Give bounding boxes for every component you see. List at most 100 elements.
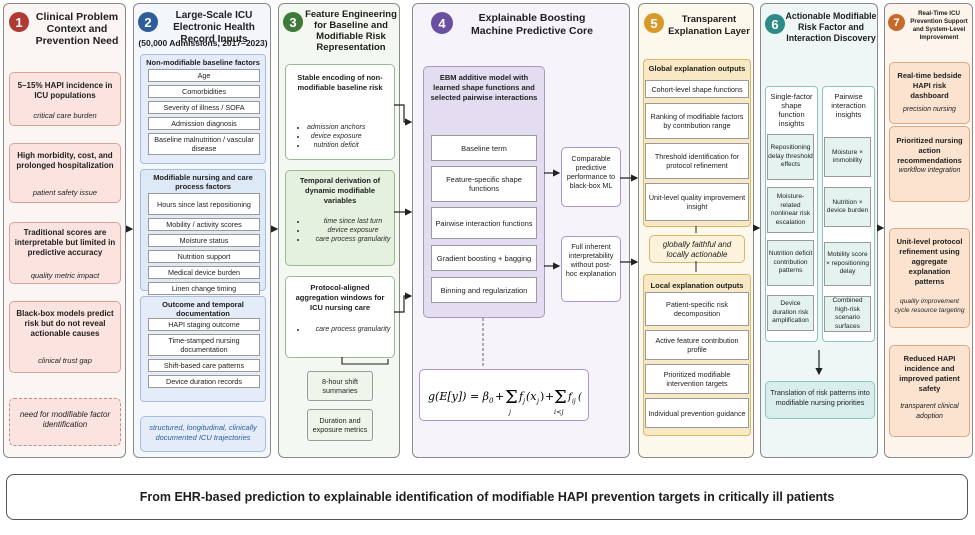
- ebm-component-box: Baseline term: [431, 135, 537, 161]
- svg-text:): ): [540, 390, 544, 403]
- ehr-factor-box: Time-stamped nursing documentation: [148, 334, 260, 356]
- ehr-factor-box: Moisture status: [148, 234, 260, 247]
- bullet-list: admission anchors device exposure nutrit…: [298, 123, 365, 150]
- step-badge-4: 4: [431, 12, 453, 34]
- duration-metrics-box: Duration and exposure metrics: [307, 409, 373, 441]
- ehr-factor-box: Device duration records: [148, 375, 260, 388]
- card-text: Unit-level protocol refinement using agg…: [896, 237, 963, 286]
- group-title: Outcome and temporal documentation: [162, 300, 244, 318]
- pairwise-box: Nutrition × device burden: [824, 187, 871, 227]
- bullet: device exposure: [307, 132, 365, 141]
- card-text: Reduced HAPI incidence and improved pati…: [899, 354, 960, 393]
- ebm-component-box: Gradient boosting + bagging: [431, 245, 537, 271]
- svg-text:f: f: [567, 392, 574, 403]
- result-text: Full inherent interpretability without p…: [565, 242, 617, 278]
- banner-text: From EHR-based prediction to explainable…: [139, 490, 835, 504]
- card-subtext: transparent clinical adoption: [900, 403, 959, 420]
- group-title: Single-factor shape function insights: [770, 92, 813, 128]
- svg-text:+: +: [545, 390, 554, 403]
- card-text: Traditional scores are interpretable but…: [14, 228, 116, 257]
- card-text: Real-time bedside HAPI risk dashboard: [897, 71, 962, 100]
- footer-text: structured, longitudinal, clinically doc…: [149, 423, 257, 442]
- card-subtext: quality improvement cycle resource targe…: [894, 298, 965, 314]
- context-card: 5–15% HAPI incidence in ICU populations …: [9, 72, 121, 126]
- card-subtext: workflow integration: [898, 167, 961, 174]
- translation-card: Translation of risk patterns into modifi…: [765, 381, 875, 419]
- svg-text:ij: ij: [572, 398, 576, 405]
- panel-title: Transparent Explanation Layer: [668, 14, 750, 37]
- global-output-box: Cohort-level shape functions: [645, 80, 749, 98]
- card-text: 5–15% HAPI incidence in ICU populations: [17, 81, 113, 100]
- svg-text:+: +: [495, 390, 504, 403]
- panel-feature-engineering: 3 Feature Engineering for Baseline and M…: [278, 3, 400, 458]
- ebm-formula-box: g(E[y]) = β 0 + Σ j f j (x j ) + Σ i<j f…: [419, 369, 589, 421]
- step-badge-3: 3: [283, 12, 303, 32]
- step-badge-5: 5: [644, 13, 664, 33]
- svg-text:i<j: i<j: [554, 408, 564, 416]
- card-text: Prioritized nursing action recommendatio…: [896, 136, 963, 165]
- ehr-factor-box: Age: [148, 69, 260, 82]
- ehr-footer-card: structured, longitudinal, clinically doc…: [140, 416, 266, 452]
- need-text: need for modifiable factor identificatio…: [19, 410, 111, 429]
- ebm-formula: g(E[y]) = β 0 + Σ j f j (x j ) + Σ i<j f…: [428, 387, 583, 416]
- card-subtext: patient safety issue: [32, 188, 98, 197]
- support-card: Unit-level protocol refinement using agg…: [889, 228, 970, 328]
- panel-subtitle: (50,000 Admissions, 2017–2023): [138, 38, 268, 48]
- svg-text:j: j: [507, 408, 511, 416]
- ebm-component-box: Binning and regularization: [431, 277, 537, 303]
- ehr-factor-box: Baseline malnutrition / vascular disease: [148, 133, 260, 155]
- single-factor-box: Repositioning delay threshold effects: [767, 134, 814, 180]
- local-output-box: Prioritized modifiable intervention targ…: [645, 364, 749, 394]
- support-card: Real-time bedside HAPI risk dashboard pr…: [889, 62, 970, 124]
- global-output-box: Unit-level quality improvement insight: [645, 183, 749, 221]
- panel-title: Explainable Boosting Machine Predictive …: [471, 12, 593, 37]
- card-subtext: critical care burden: [33, 111, 97, 120]
- single-factor-box: Nutrition deficit contribution patterns: [767, 240, 814, 286]
- single-factor-box: Moisture-related nonlinear risk escalati…: [767, 187, 814, 233]
- card-subtext: quality metric impact: [30, 271, 100, 280]
- panel-title: Feature Engineering for Baseline and Mod…: [305, 9, 397, 53]
- pairwise-box: Mobility score × repositioning delay: [824, 242, 871, 286]
- ehr-factor-box: Shift-based care patterns: [148, 359, 260, 372]
- ehr-factor-box: Nutrition support: [148, 250, 260, 263]
- pairwise-box: Combined high-risk scenario surfaces: [824, 296, 871, 332]
- need-card: need for modifiable factor identificatio…: [9, 398, 121, 446]
- bullet: admission anchors: [307, 123, 365, 132]
- single-factor-box: Device duration risk amplification: [767, 295, 814, 331]
- card-text: High morbidity, cost, and prolonged hosp…: [16, 151, 114, 170]
- svg-text:g(E[y]) = β: g(E[y]) = β: [428, 390, 489, 403]
- panel-title: Real-Time ICU Prevention Support and Sys…: [910, 10, 968, 41]
- card-text: Black-box models predict risk but do not…: [16, 309, 114, 338]
- svg-text:f: f: [518, 390, 525, 403]
- svg-text:Σ: Σ: [554, 387, 567, 408]
- card-title: Protocol-aligned aggregation windows for…: [295, 283, 385, 312]
- svg-text:0: 0: [489, 397, 494, 405]
- panel-title: Clinical Problem Context and Prevention …: [35, 11, 119, 47]
- local-output-box: Individual prevention guidance: [645, 398, 749, 428]
- stable-encoding-card: Stable encoding of non-modifiable baseli…: [285, 64, 395, 160]
- bullet: time since last turn: [307, 217, 399, 226]
- ehr-factor-box: Severity of illness / SOFA: [148, 101, 260, 114]
- group-title: Pairwise interaction insights: [831, 92, 866, 119]
- support-card: Reduced HAPI incidence and improved pati…: [889, 345, 970, 437]
- global-output-box: Threshold identification for protocol re…: [645, 143, 749, 179]
- bullet: nutrition deficit: [307, 141, 365, 150]
- temporal-derivation-card: Temporal derivation of dynamic modifiabl…: [285, 170, 395, 266]
- group-title: Modifiable nursing and care process fact…: [153, 173, 253, 191]
- bullet-list: care process granularity: [298, 325, 399, 334]
- ehr-factor-box: Mobility / activity scores: [148, 218, 260, 231]
- badge-text: globally faithful and locally actionable: [662, 240, 732, 259]
- svg-text:Σ: Σ: [505, 387, 518, 408]
- bullet: care process granularity: [307, 235, 399, 244]
- panel-prevention-support: 7 Real-Time ICU Prevention Support and S…: [884, 3, 973, 458]
- context-card: Traditional scores are interpretable but…: [9, 222, 121, 284]
- model-title: EBM additive model with learned shape fu…: [430, 73, 538, 102]
- panel-clinical-context: 1 Clinical Problem Context and Preventio…: [3, 3, 126, 458]
- global-output-box: Ranking of modifiable factors by contrib…: [645, 103, 749, 139]
- card-subtext: precision nursing: [903, 106, 956, 113]
- support-card: Prioritized nursing action recommendatio…: [889, 126, 970, 202]
- svg-text:(x: (x: [526, 390, 537, 403]
- group-title: Non-modifiable baseline factors: [146, 58, 260, 67]
- context-card: High morbidity, cost, and prolonged hosp…: [9, 143, 121, 203]
- translation-text: Translation of risk patterns into modifi…: [770, 388, 870, 407]
